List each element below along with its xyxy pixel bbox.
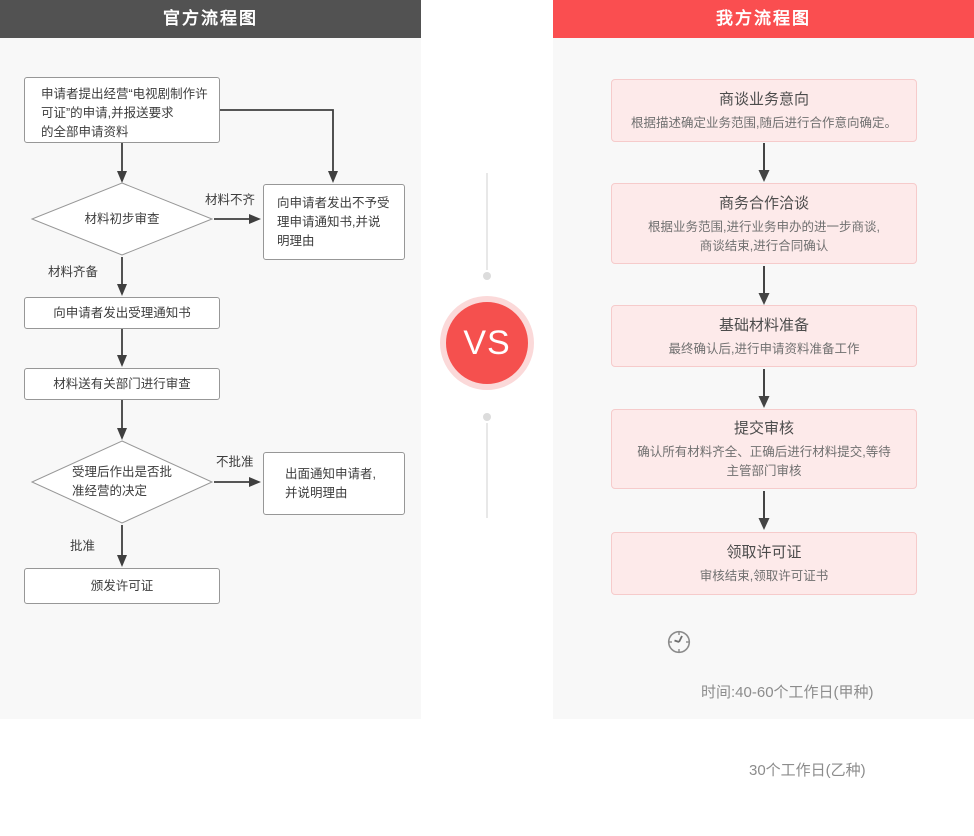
branch-label-approved: 批准 [70, 539, 96, 553]
decision-diamond-initial-check [30, 182, 214, 256]
flow-comparison: 官方流程图 [0, 0, 974, 779]
decision-diamond-approval [30, 440, 214, 524]
step-desc: 根据业务范围,进行业务申办的进一步商谈, 商谈结束,进行合同确认 [648, 219, 880, 253]
official-flow-connectors [30, 109, 338, 567]
step-title: 基础材料准备 [718, 316, 809, 334]
clock-icon [667, 630, 691, 654]
step-box-5: 领取许可证 审核结束,领取许可证书 [611, 532, 917, 595]
flow-node-deny-notice: 出面通知申请者, 并说明理由 [263, 452, 405, 515]
step-title: 商务合作洽谈 [718, 194, 809, 212]
vs-divider: VS [421, 38, 553, 719]
flow-node-initial-check: 材料初步审查 [84, 211, 160, 226]
official-flow-panel: 官方流程图 [0, 0, 421, 719]
flow-node-accept-notice: 向申请者发出受理通知书 [24, 297, 220, 329]
branch-label-incomplete: 材料不齐 [205, 193, 256, 207]
step-desc: 审核结束,领取许可证书 [699, 569, 829, 583]
divider-line-top [486, 173, 488, 270]
time-line-1: 时间:40-60个工作日(甲种) [701, 684, 874, 701]
step-box-2: 商务合作洽谈 根据业务范围,进行业务申办的进一步商谈, 商谈结束,进行合同确认 [611, 183, 917, 264]
flow-node-reject-notice: 向申请者发出不予受 理申请通知书,并说 明理由 [263, 184, 405, 260]
time-line-2: 30个工作日(乙种) [749, 762, 866, 779]
step-title: 提交审核 [733, 420, 794, 437]
flow-node-apply: 申请者提出经营“电视剧制作许 可证”的申请,并报送要求 的全部申请资料 [24, 77, 220, 143]
branch-label-not-approved: 不批准 [216, 455, 254, 469]
official-flowchart: 申请者提出经营“电视剧制作许 可证”的申请,并报送要求 的全部申请资料 材料初步… [0, 38, 421, 719]
step-box-4: 提交审核 确认所有材料齐全、正确后进行材料提交,等待 主管部门审核 [611, 409, 917, 489]
step-desc: 确认所有材料齐全、正确后进行材料提交,等待 主管部门审核 [637, 445, 891, 478]
processing-time-note: 时间:40-60个工作日(甲种) 30个工作日(乙种) [667, 628, 874, 836]
divider-dot-top [483, 272, 491, 280]
flow-node-issue-license: 颁发许可证 [24, 568, 220, 604]
official-panel-title: 官方流程图 [0, 0, 421, 38]
our-flowchart: 商谈业务意向 根据描述确定业务范围,随后进行合作意向确定。 商务合作洽谈 根据业… [553, 38, 974, 779]
processing-time-text: 时间:40-60个工作日(甲种) 30个工作日(乙种) [701, 628, 874, 836]
step-box-3: 基础材料准备 最终确认后,进行申请资料准备工作 [611, 305, 917, 367]
branch-label-complete: 材料齐备 [48, 265, 99, 279]
step-box-1: 商谈业务意向 根据描述确定业务范围,随后进行合作意向确定。 [611, 79, 917, 142]
divider-line-bottom [486, 423, 488, 518]
our-panel-title: 我方流程图 [553, 0, 974, 38]
flow-node-review: 材料送有关部门进行审查 [24, 368, 220, 400]
flow-node-approval-decision: 受理后作出是否批 准经营的决定 [71, 465, 172, 498]
step-title: 领取许可证 [726, 544, 802, 561]
our-flow-panel: 我方流程图 商谈业务意向 根据描述确定业务范围,随后进行合作意向确定。 商务合作… [553, 0, 974, 779]
divider-dot-bottom [483, 413, 491, 421]
step-title: 商谈业务意向 [718, 91, 809, 108]
our-flow-connectors [758, 143, 770, 530]
vs-badge: VS [440, 296, 534, 390]
step-desc: 根据描述确定业务范围,随后进行合作意向确定。 [631, 116, 897, 130]
step-desc: 最终确认后,进行申请资料准备工作 [668, 341, 860, 356]
